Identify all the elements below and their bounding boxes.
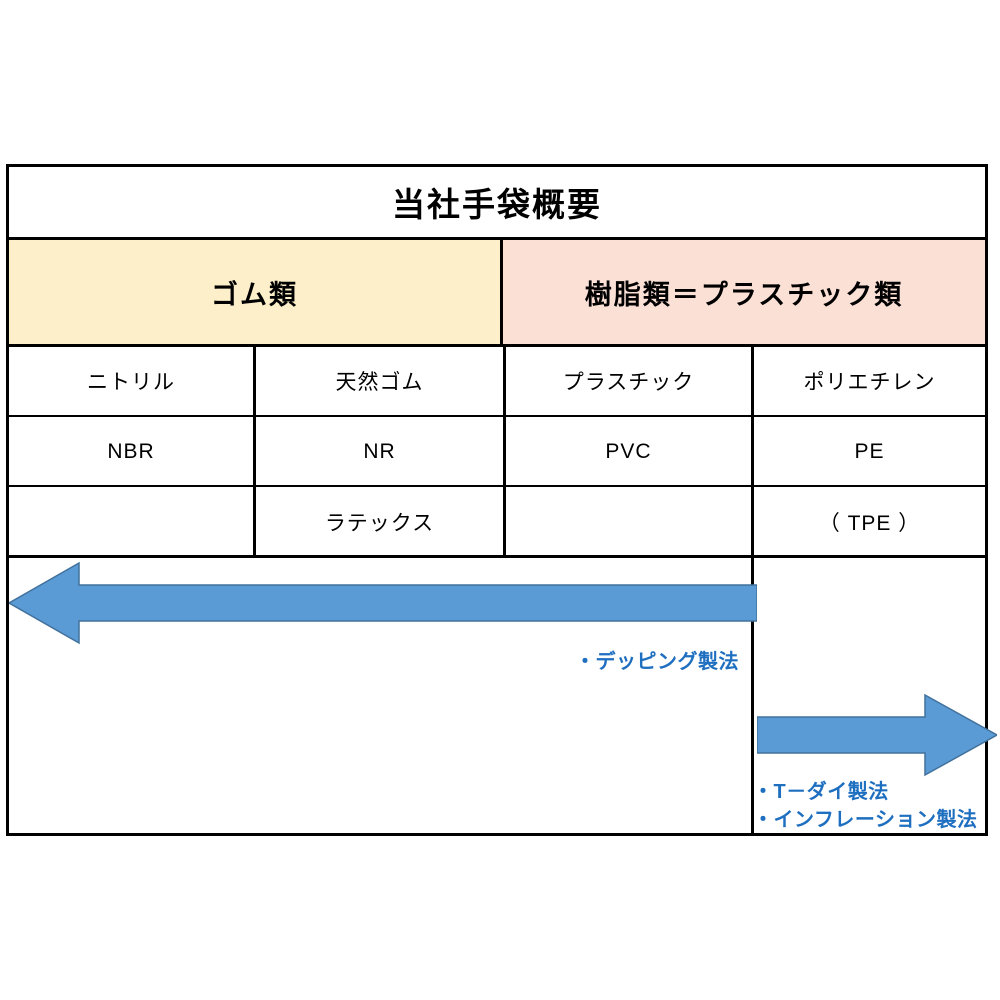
table-cell-material-nitrile: ニトリル	[87, 371, 175, 394]
divider-title-bottom	[9, 237, 985, 240]
annotation-t-die-process: ・T－ダイ製法	[753, 781, 889, 803]
page-title: 当社手袋概要	[392, 186, 602, 223]
divider-category-bottom	[9, 344, 985, 347]
table-cell-abbr-pvc: PVC	[605, 439, 652, 463]
table-cell-abbr-nr: NR	[363, 439, 396, 463]
annotation-dipping-process: ・デッピング製法	[575, 651, 739, 673]
category-header-resin: 樹脂類＝プラスチック類	[503, 240, 985, 344]
table-cell-extra-tpe: （ TPE ）	[818, 511, 921, 535]
table-cell-abbr-nbr: NBR	[107, 439, 155, 463]
table-cell-material-natural-rubber: 天然ゴム	[335, 371, 424, 394]
table-cell-material-plastic: プラスチック	[562, 371, 695, 394]
annotation-inflation-process: ・インフレーション製法	[753, 809, 978, 831]
category-header-rubber: ゴム類	[9, 240, 500, 344]
dipping-process-arrow	[9, 561, 757, 645]
divider-col2	[503, 347, 506, 555]
table-cell-material-polyethylene: ポリエチレン	[803, 371, 936, 394]
divider-col3	[751, 347, 754, 555]
table-cell-abbr-pe: PE	[854, 439, 885, 463]
process-region	[9, 558, 997, 833]
divider-row3-bottom	[9, 555, 985, 558]
table-cell-extra-plastic	[506, 488, 751, 555]
divider-row1-bottom	[9, 415, 985, 417]
overview-table: 当社手袋概要 ゴム類 樹脂類＝プラスチック類 ニトリル 天然ゴム プラスチック …	[6, 164, 997, 836]
divider-row2-bottom	[9, 485, 985, 487]
divider-col1	[253, 347, 256, 555]
divider-category-mid	[500, 240, 503, 344]
divider-process-col	[751, 558, 754, 833]
table-cell-extra-nitrile	[9, 488, 253, 555]
table-cell-extra-latex: ラテックス	[324, 511, 435, 535]
extrusion-process-arrow	[757, 693, 997, 777]
